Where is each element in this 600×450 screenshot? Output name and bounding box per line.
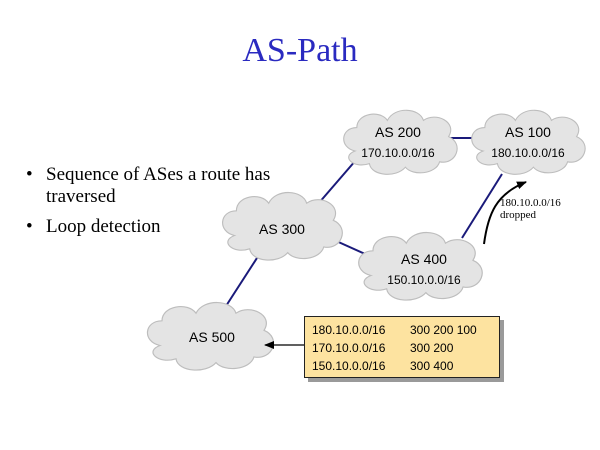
as400-name: AS 400 xyxy=(401,251,447,267)
bullet-item: • Sequence of ASes a route has traversed xyxy=(26,164,326,208)
link-as300-as200 xyxy=(317,159,357,205)
as100-name: AS 100 xyxy=(505,124,551,140)
slide-title: AS-Path xyxy=(242,32,358,69)
route-as-path: 300 200 xyxy=(410,341,454,355)
as300-name: AS 300 xyxy=(259,221,305,237)
bullet-list: • Sequence of ASes a route has traversed… xyxy=(26,164,326,246)
table-row: 180.10.0.0/16 300 200 100 xyxy=(305,321,499,339)
as200-prefix: 170.10.0.0/16 xyxy=(361,146,435,160)
route-as-path: 300 200 100 xyxy=(410,323,477,337)
route-as-path: 300 400 xyxy=(410,359,454,373)
link-as400-as100 xyxy=(461,173,503,239)
as500-name: AS 500 xyxy=(189,329,235,345)
table-row: 150.10.0.0/16 300 400 xyxy=(305,357,499,375)
as400-prefix: 150.10.0.0/16 xyxy=(387,273,461,287)
as200-name: AS 200 xyxy=(375,124,421,140)
route-prefix: 150.10.0.0/16 xyxy=(312,359,386,373)
dropped-prefix: 180.10.0.0/16 xyxy=(500,197,561,209)
bullet-dot: • xyxy=(26,216,33,237)
drop-arrow xyxy=(483,181,527,245)
cloud-as200 xyxy=(343,109,458,175)
cloud-as100 xyxy=(471,109,586,175)
route-prefix: 180.10.0.0/16 xyxy=(312,323,386,337)
bullet-text: Loop detection xyxy=(46,216,161,237)
bullet-dot: • xyxy=(26,164,33,185)
route-prefix: 170.10.0.0/16 xyxy=(312,341,386,355)
as100-prefix: 180.10.0.0/16 xyxy=(491,146,565,160)
route-table: 180.10.0.0/16 300 200 100 170.10.0.0/16 … xyxy=(304,316,500,378)
dropped-label: dropped xyxy=(500,209,537,221)
table-row: 170.10.0.0/16 300 200 xyxy=(305,339,499,357)
bullet-text: Sequence of ASes a route has traversed xyxy=(46,164,271,207)
bullet-item: • Loop detection xyxy=(26,216,326,238)
